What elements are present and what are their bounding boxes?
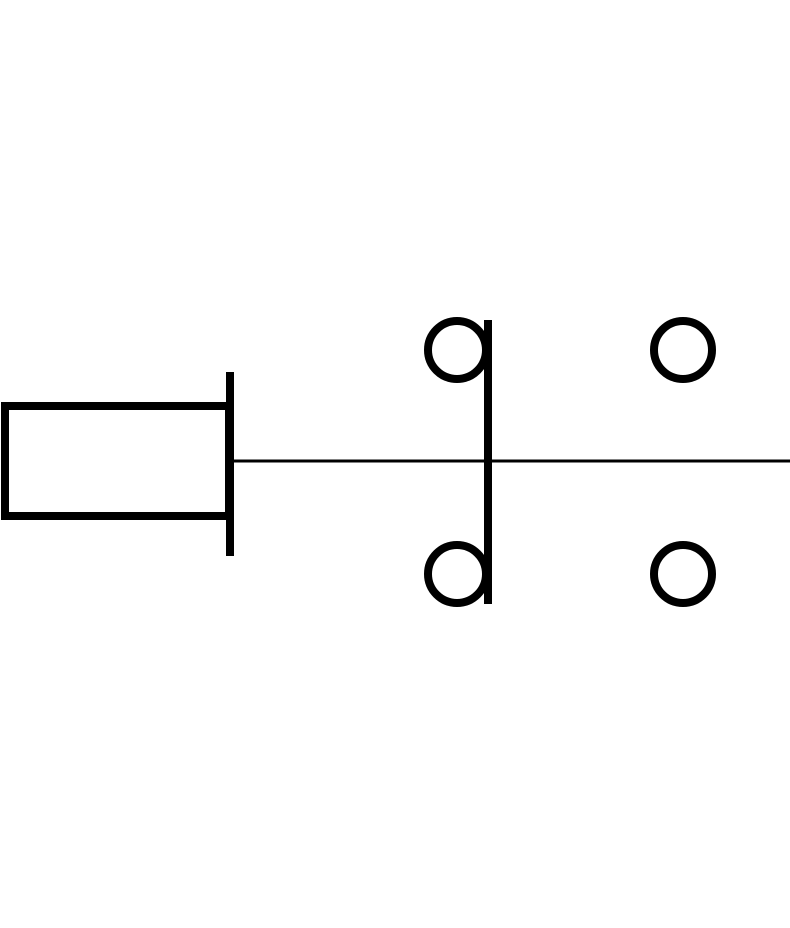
- actuator-box: [1, 402, 233, 520]
- contact-terminal-bottom-right: [650, 541, 716, 607]
- fixed-contact-top-left: [424, 317, 490, 383]
- contact-terminal-top-right: [650, 317, 716, 383]
- fixed-contact-bottom-left: [424, 541, 490, 607]
